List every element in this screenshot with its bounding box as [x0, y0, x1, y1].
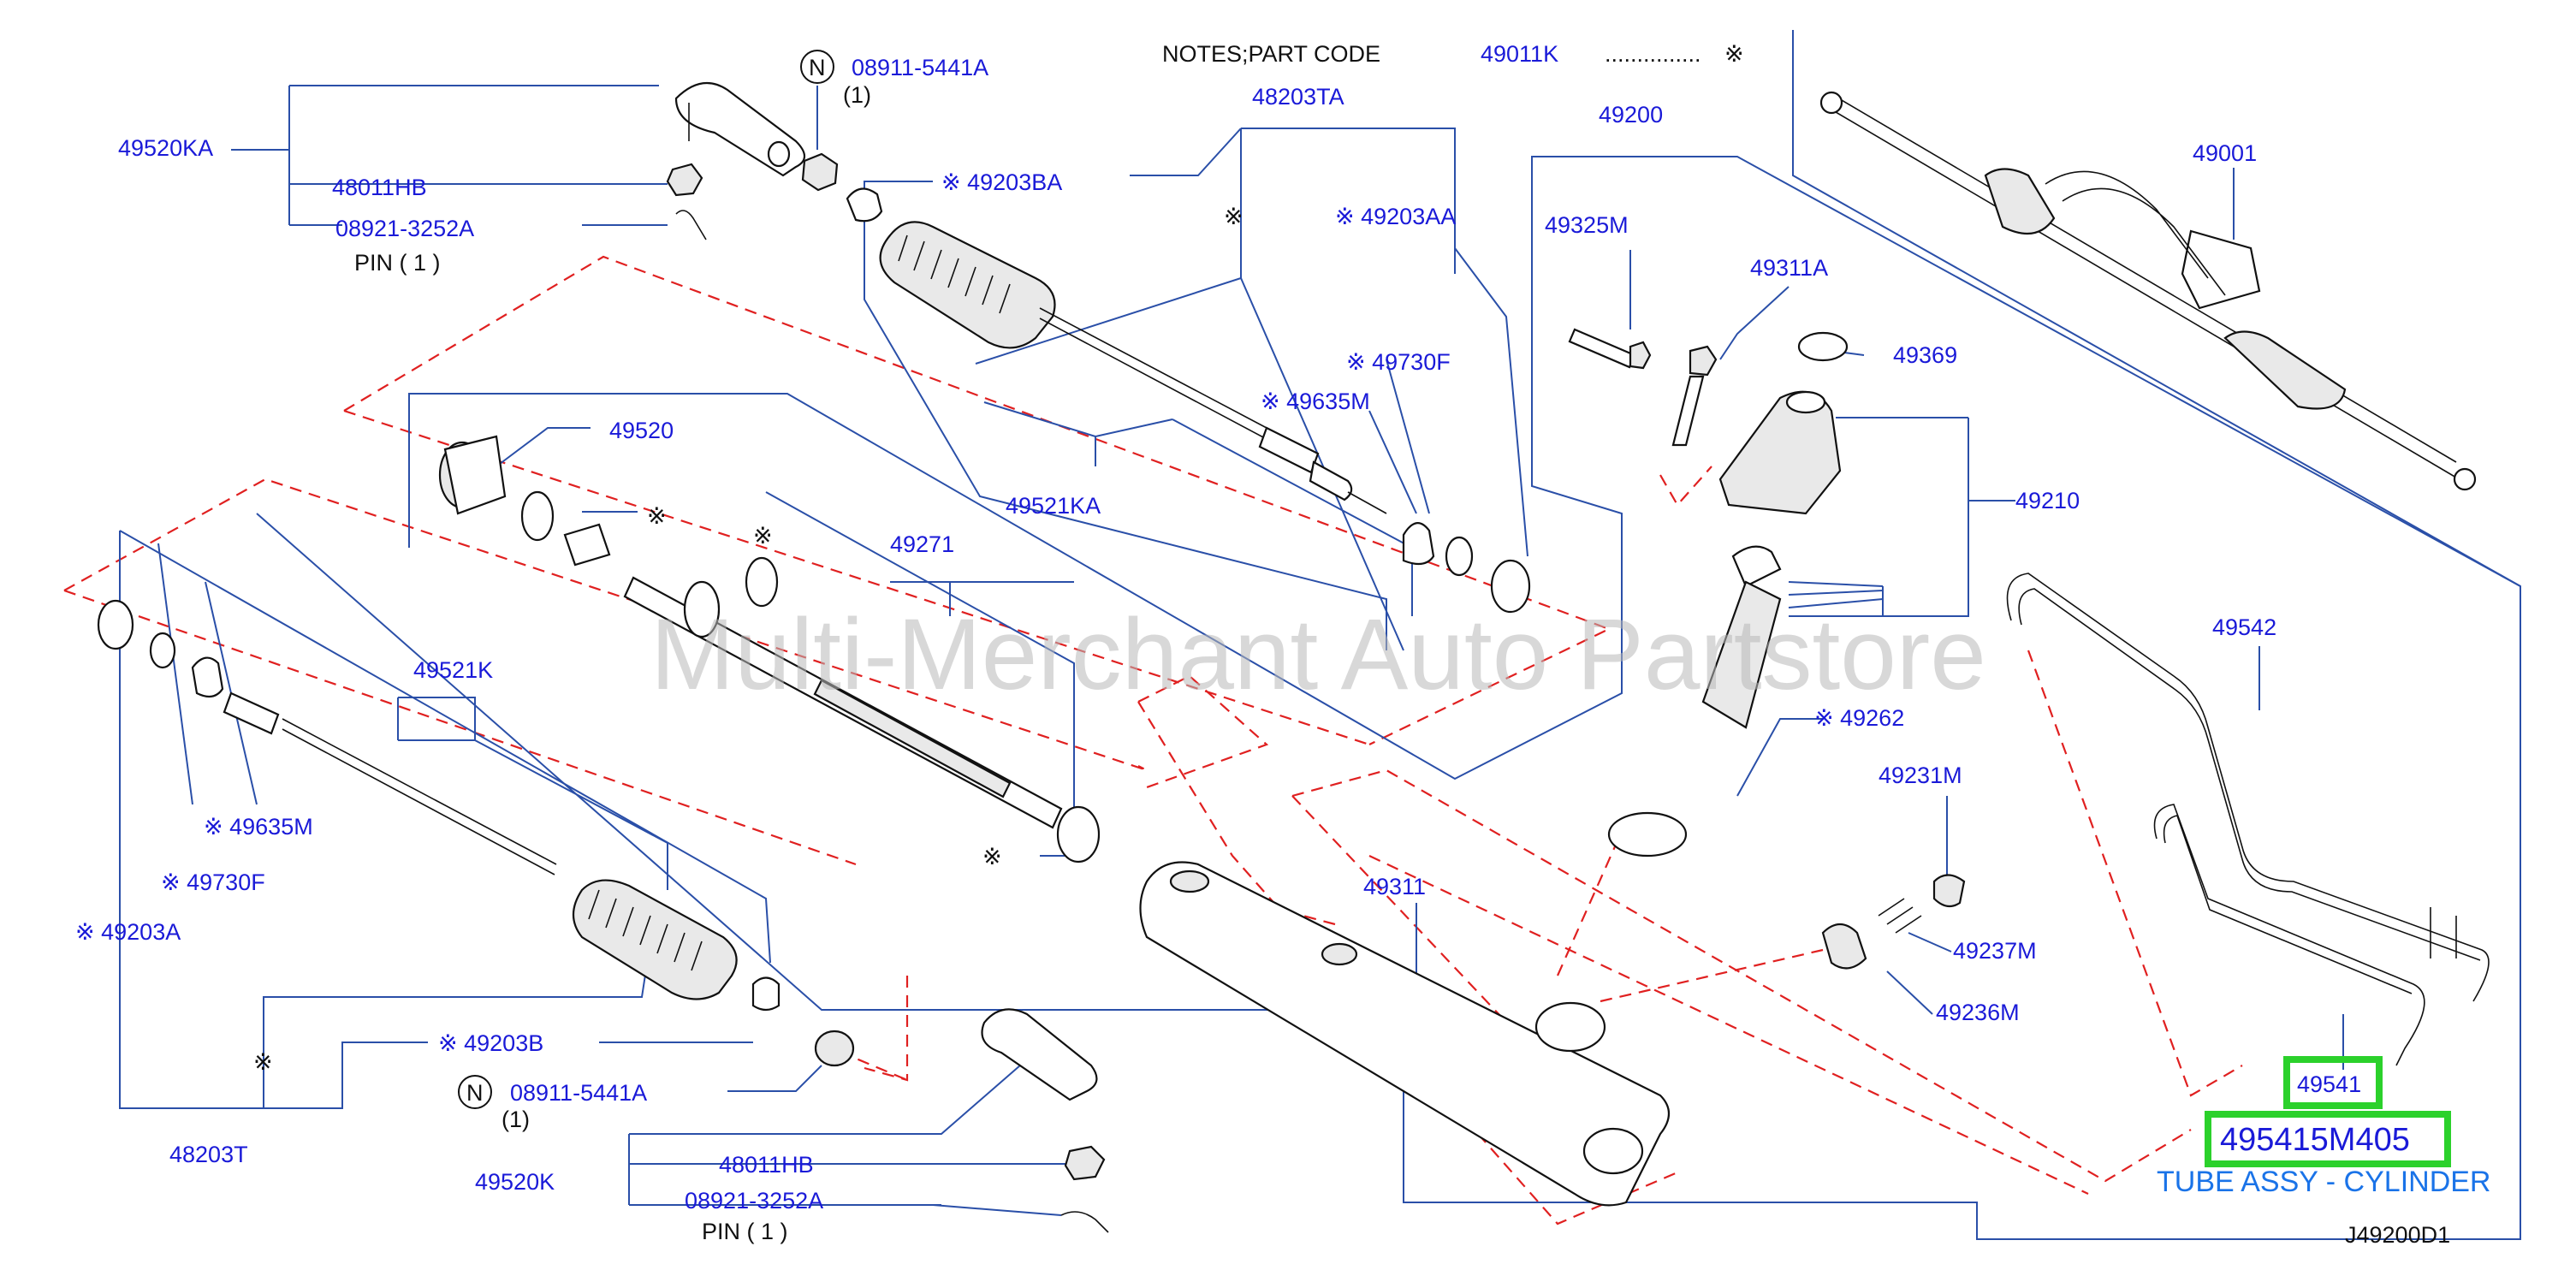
notes-label: NOTES;PART CODE: [1162, 41, 1380, 67]
rack-housing-49311: [1139, 861, 1671, 1207]
inner-tie-rod-top: [1039, 307, 1387, 514]
label-49271[interactable]: 49271: [890, 531, 954, 557]
clamp-top: [846, 187, 883, 223]
label-49200[interactable]: 49200: [1599, 102, 1663, 128]
label-49231M[interactable]: 49231M: [1879, 763, 1962, 788]
n-badge-bottom-icon: [458, 1075, 492, 1109]
rack-bar: [563, 523, 1063, 829]
washer-plate-top: [1402, 522, 1435, 566]
label-49325M[interactable]: 49325M: [1545, 212, 1629, 238]
diagram-id: J49200D1: [2345, 1222, 2450, 1248]
label-49203BA[interactable]: ※ 49203BA: [941, 169, 1062, 195]
label-49520[interactable]: 49520: [609, 418, 674, 443]
mark-48203T: ※: [253, 1049, 273, 1075]
notes-dots: ...............: [1605, 41, 1701, 67]
label-49635M-left[interactable]: ※ 49635M: [204, 814, 313, 840]
label-49520KA[interactable]: 49520KA: [118, 135, 213, 161]
label-49730F-left[interactable]: ※ 49730F: [161, 869, 265, 895]
tie-rod-end-bottom: [814, 1008, 1109, 1233]
watermark-text: Multi-Merchant Auto Partstore: [650, 598, 1986, 711]
label-08911-5441A-top[interactable]: 08911-5441A: [852, 55, 988, 80]
label-49520K[interactable]: 49520K: [475, 1169, 555, 1195]
label-08911-5441A-bottom[interactable]: 08911-5441A: [510, 1080, 647, 1106]
label-49521K[interactable]: 49521K: [413, 657, 493, 683]
label-49369[interactable]: 49369: [1893, 342, 1957, 368]
label-49730F-top[interactable]: ※ 49730F: [1346, 349, 1451, 375]
cotter-pin-top: [675, 210, 707, 240]
label-08921-3252A-top[interactable]: 08921-3252A: [335, 216, 474, 241]
label-48011HB-bottom[interactable]: 48011HB: [719, 1152, 814, 1178]
label-49203A[interactable]: ※ 49203A: [75, 919, 181, 945]
lock-nut-top: [666, 163, 703, 197]
label-49203B[interactable]: ※ 49203B: [438, 1030, 543, 1056]
label-49542[interactable]: 49542: [2212, 614, 2276, 640]
mark-49271: ※: [753, 523, 773, 549]
bolt-49311A: [1671, 345, 1718, 447]
label-49203AA[interactable]: ※ 49203AA: [1335, 204, 1456, 229]
n-badge-top-icon: [800, 50, 834, 84]
seal-49369: [1797, 331, 1849, 362]
mark-seal: ※: [982, 844, 1002, 869]
tube-49541: [2153, 804, 2457, 1066]
highlight-box-49541: [2283, 1056, 2383, 1109]
ring-top: [1445, 536, 1531, 614]
label-48203T[interactable]: 48203T: [169, 1142, 248, 1167]
qty-top: (1): [843, 82, 871, 108]
tube-49542: [2006, 573, 2490, 1002]
label-49001[interactable]: 49001: [2193, 140, 2257, 166]
left-tie-rod-group: [97, 599, 781, 1012]
pinion-49262: [1607, 545, 1782, 858]
label-08921-3252A-bottom[interactable]: 08921-3252A: [685, 1188, 823, 1214]
label-49237M[interactable]: 49237M: [1953, 938, 2037, 964]
notes-mark: ※: [1724, 41, 1744, 67]
dashed-group-outlines: [63, 255, 2243, 1225]
label-49210[interactable]: 49210: [2015, 488, 2080, 513]
bushing-49520: [438, 435, 555, 542]
mark-49520: ※: [647, 503, 667, 529]
bolt-49325M: [1568, 328, 1652, 370]
label-49635M-top[interactable]: ※ 49635M: [1261, 389, 1370, 414]
pin-qty-top: PIN ( 1 ): [354, 250, 441, 276]
label-48203TA[interactable]: 48203TA: [1252, 84, 1344, 110]
mark-48203TA: ※: [1224, 204, 1243, 229]
label-49236M[interactable]: 49236M: [1936, 1000, 2020, 1025]
n-badge-top-text: N: [809, 55, 826, 80]
highlight-box-part-number: [2205, 1111, 2451, 1167]
boot-top: [879, 221, 1056, 349]
label-49262[interactable]: ※ 49262: [1814, 705, 1904, 731]
pin-qty-bottom: PIN ( 1 ): [702, 1219, 788, 1244]
label-49521KA[interactable]: 49521KA: [1006, 493, 1101, 519]
power-steering-assy-49001: [1819, 91, 2477, 491]
part-caption: TUBE ASSY - CYLINDER: [2157, 1166, 2491, 1198]
seal-49271: [745, 556, 1101, 863]
housing-49210: [1718, 390, 1842, 515]
adjuster-parts: [1821, 874, 1966, 970]
label-49311A[interactable]: 49311A: [1750, 255, 1828, 281]
label-49311[interactable]: 49311: [1363, 874, 1426, 899]
n-badge-bottom-text: N: [466, 1080, 484, 1106]
leader-lines: [119, 30, 2521, 1240]
part-number-495415M405[interactable]: 495415M405: [2220, 1122, 2410, 1158]
qty-bottom: (1): [502, 1107, 530, 1132]
nut-top: [801, 152, 839, 192]
notes-code: 49011K: [1481, 41, 1558, 67]
label-48011HB-top[interactable]: 48011HB: [332, 175, 427, 200]
label-49541[interactable]: 49541: [2297, 1071, 2361, 1097]
tie-rod-end-top: [674, 81, 806, 177]
